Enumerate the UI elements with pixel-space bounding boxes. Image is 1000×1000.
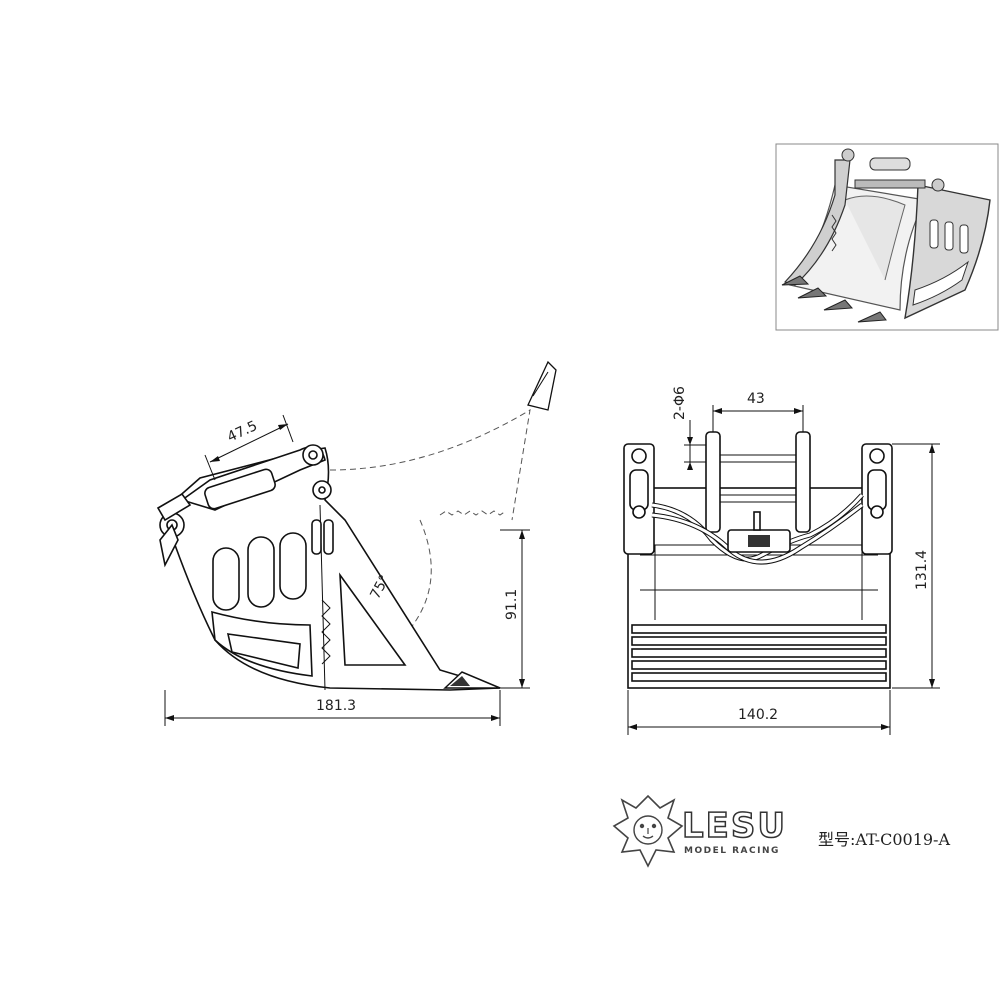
side-width-dimension: 181.3: [316, 698, 356, 714]
brand-tagline: MODEL RACING: [684, 846, 780, 856]
model-number-label: 型号:AT-C0019-A: [818, 830, 951, 849]
front-height-dimension: 131.4: [914, 550, 930, 590]
front-width-dimension: 140.2: [738, 707, 778, 723]
side-view: 181.3 91.1 47.5 75°: [156, 360, 557, 726]
front-view: 140.2 131.4 43 2-Φ6: [623, 386, 940, 735]
side-top-dimension: 47.5: [225, 418, 260, 446]
brand-logo-text: LESU: [681, 805, 787, 847]
front-top-dimension: 43: [747, 391, 765, 407]
hole-dimension: 2-Φ6: [672, 386, 688, 420]
product-photo-inset: [775, 143, 999, 331]
lion-logo-icon: [612, 794, 684, 868]
side-height-dimension: 91.1: [504, 589, 520, 620]
